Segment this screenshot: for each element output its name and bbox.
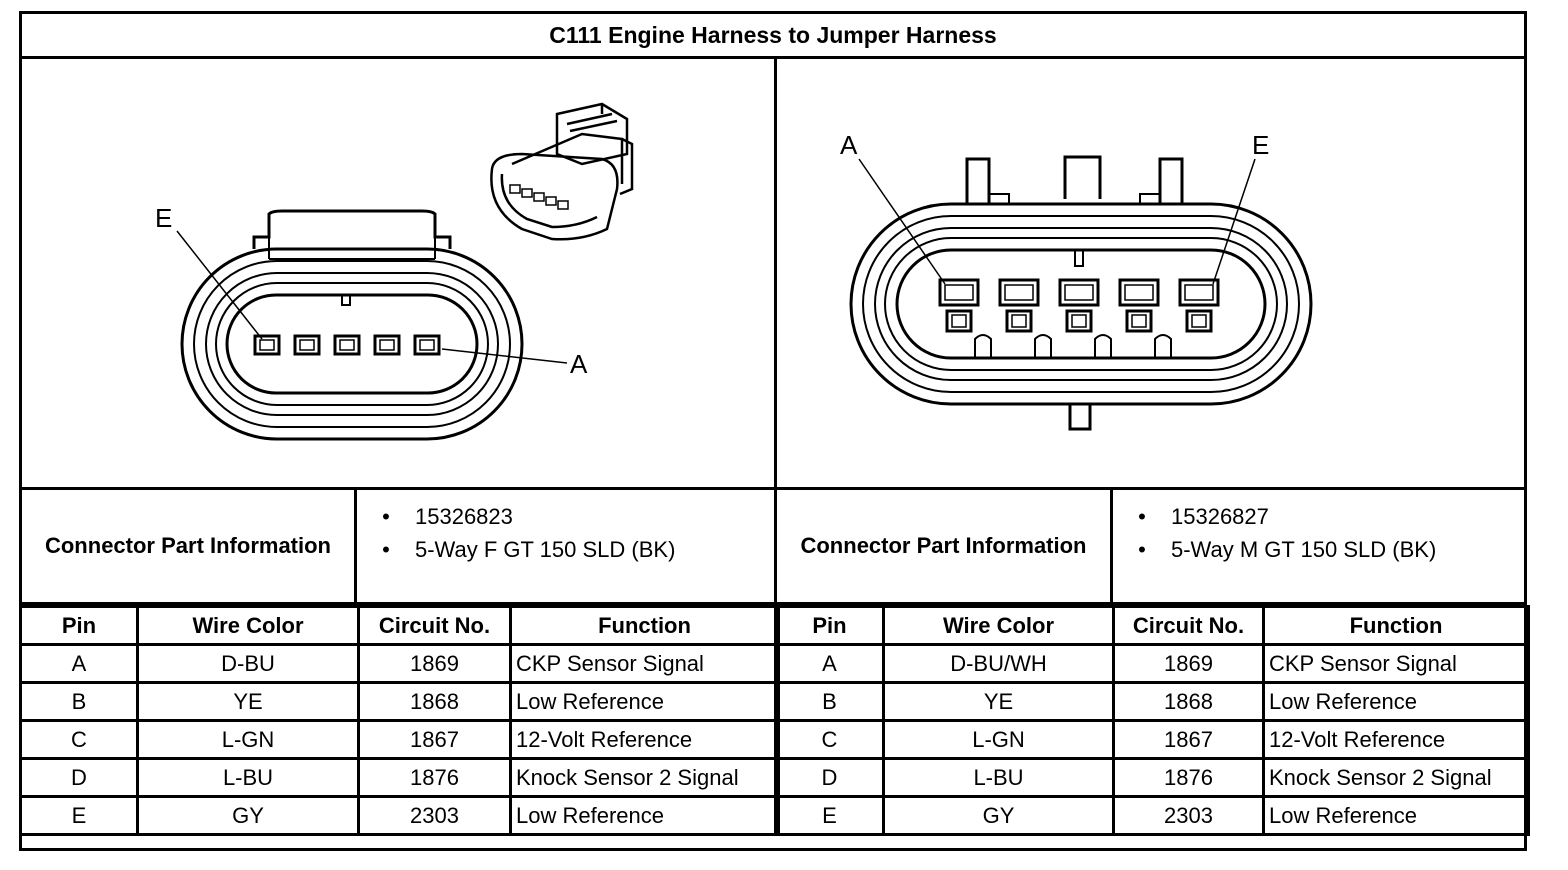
function-cell: Knock Sensor 2 Signal [509, 757, 780, 798]
page-title: C111 Engine Harness to Jumper Harness [22, 14, 1524, 59]
circuit-cell: 1876 [357, 757, 512, 798]
wire-color-cell: GY [882, 795, 1115, 836]
pin-cell: E [19, 795, 139, 836]
pin-cell: B [774, 681, 885, 722]
list-item: •15326823 [382, 503, 513, 529]
male-connector-drawing: A E [777, 59, 1524, 487]
function-cell: Knock Sensor 2 Signal [1262, 757, 1530, 798]
left-pin-table: Pin Wire Color Circuit No. Function A D-… [19, 605, 780, 836]
male-connector-illustration: A E [840, 130, 1313, 431]
function-cell: CKP Sensor Signal [1262, 643, 1530, 684]
function-cell: Low Reference [509, 795, 780, 836]
table-row: C L-GN 1867 12-Volt Reference [774, 719, 1530, 760]
label-pin-e: E [1252, 130, 1269, 160]
part-number: 15326823 [415, 503, 513, 529]
pin-cell: C [19, 719, 139, 760]
female-connector-illustration: E A [155, 102, 634, 441]
circuit-cell: 2303 [1112, 795, 1265, 836]
female-cavities [253, 334, 441, 356]
table-row: E GY 2303 Low Reference [19, 795, 780, 836]
table-row: D L-BU 1876 Knock Sensor 2 Signal [19, 757, 780, 798]
circuit-cell: 1867 [357, 719, 512, 760]
list-item: •15326827 [1138, 503, 1269, 529]
table-row: A D-BU 1869 CKP Sensor Signal [19, 643, 780, 684]
left-info-label: Connector Part Information [44, 533, 331, 558]
function-cell: Low Reference [1262, 681, 1530, 722]
function-cell: Low Reference [1262, 795, 1530, 836]
connector-sheet: C111 Engine Harness to Jumper Harness [19, 11, 1530, 851]
circuit-cell: 1876 [1112, 757, 1265, 798]
connector-info-row: Connector Part Information •15326823 •5-… [22, 487, 1524, 605]
table-row: D L-BU 1876 Knock Sensor 2 Signal [774, 757, 1530, 798]
wire-color-cell: D-BU/WH [882, 643, 1115, 684]
col-header-wire-color: Wire Color [136, 605, 360, 646]
pin-cell: A [19, 643, 139, 684]
table-header-row: Pin Wire Color Circuit No. Function [19, 605, 780, 646]
circuit-cell: 1869 [1112, 643, 1265, 684]
table-row: B YE 1868 Low Reference [19, 681, 780, 722]
circuit-cell: 1869 [357, 643, 512, 684]
label-pin-e: E [155, 203, 172, 233]
circuit-cell: 1868 [1112, 681, 1265, 722]
function-cell: CKP Sensor Signal [509, 643, 780, 684]
pin-cell: D [774, 757, 885, 798]
col-header-pin: Pin [774, 605, 885, 646]
list-item: •5-Way F GT 150 SLD (BK) [382, 536, 676, 562]
label-pin-a: A [840, 130, 858, 160]
male-terminals [938, 278, 1220, 333]
table-row: C L-GN 1867 12-Volt Reference [19, 719, 780, 760]
part-description: 5-Way F GT 150 SLD (BK) [415, 536, 676, 562]
female-connector-drawing: E A [22, 59, 777, 487]
table-row: E GY 2303 Low Reference [774, 795, 1530, 836]
part-number: 15326827 [1171, 503, 1269, 529]
pin-cell: D [19, 757, 139, 798]
isometric-connector-icon [490, 102, 634, 241]
wire-color-cell: L-GN [136, 719, 360, 760]
col-header-function: Function [509, 605, 780, 646]
right-pin-table: Pin Wire Color Circuit No. Function A D-… [774, 605, 1530, 836]
part-description: 5-Way M GT 150 SLD (BK) [1171, 536, 1437, 562]
col-header-circuit: Circuit No. [1112, 605, 1265, 646]
col-header-pin: Pin [19, 605, 139, 646]
col-header-circuit: Circuit No. [357, 605, 512, 646]
table-row: A D-BU/WH 1869 CKP Sensor Signal [774, 643, 1530, 684]
pin-cell: B [19, 681, 139, 722]
wire-color-cell: GY [136, 795, 360, 836]
circuit-cell: 1868 [357, 681, 512, 722]
circuit-cell: 2303 [357, 795, 512, 836]
function-cell: 12-Volt Reference [509, 719, 780, 760]
list-item: •5-Way M GT 150 SLD (BK) [1138, 536, 1437, 562]
label-pin-a: A [570, 349, 588, 379]
pin-cell: E [774, 795, 885, 836]
wire-color-cell: YE [882, 681, 1115, 722]
pin-cell: C [774, 719, 885, 760]
right-info-label: Connector Part Information [800, 533, 1087, 558]
pin-cell: A [774, 643, 885, 684]
wire-color-cell: L-BU [882, 757, 1115, 798]
function-cell: 12-Volt Reference [1262, 719, 1530, 760]
right-part-list: •15326827 •5-Way M GT 150 SLD (BK) [1113, 490, 1524, 602]
wire-color-cell: D-BU [136, 643, 360, 684]
table-row: B YE 1868 Low Reference [774, 681, 1530, 722]
col-header-function: Function [1262, 605, 1530, 646]
col-header-wire-color: Wire Color [882, 605, 1115, 646]
circuit-cell: 1867 [1112, 719, 1265, 760]
table-header-row: Pin Wire Color Circuit No. Function [774, 605, 1530, 646]
wire-color-cell: L-BU [136, 757, 360, 798]
function-cell: Low Reference [509, 681, 780, 722]
wire-color-cell: L-GN [882, 719, 1115, 760]
wire-color-cell: YE [136, 681, 360, 722]
left-part-list: •15326823 •5-Way F GT 150 SLD (BK) [357, 490, 774, 602]
